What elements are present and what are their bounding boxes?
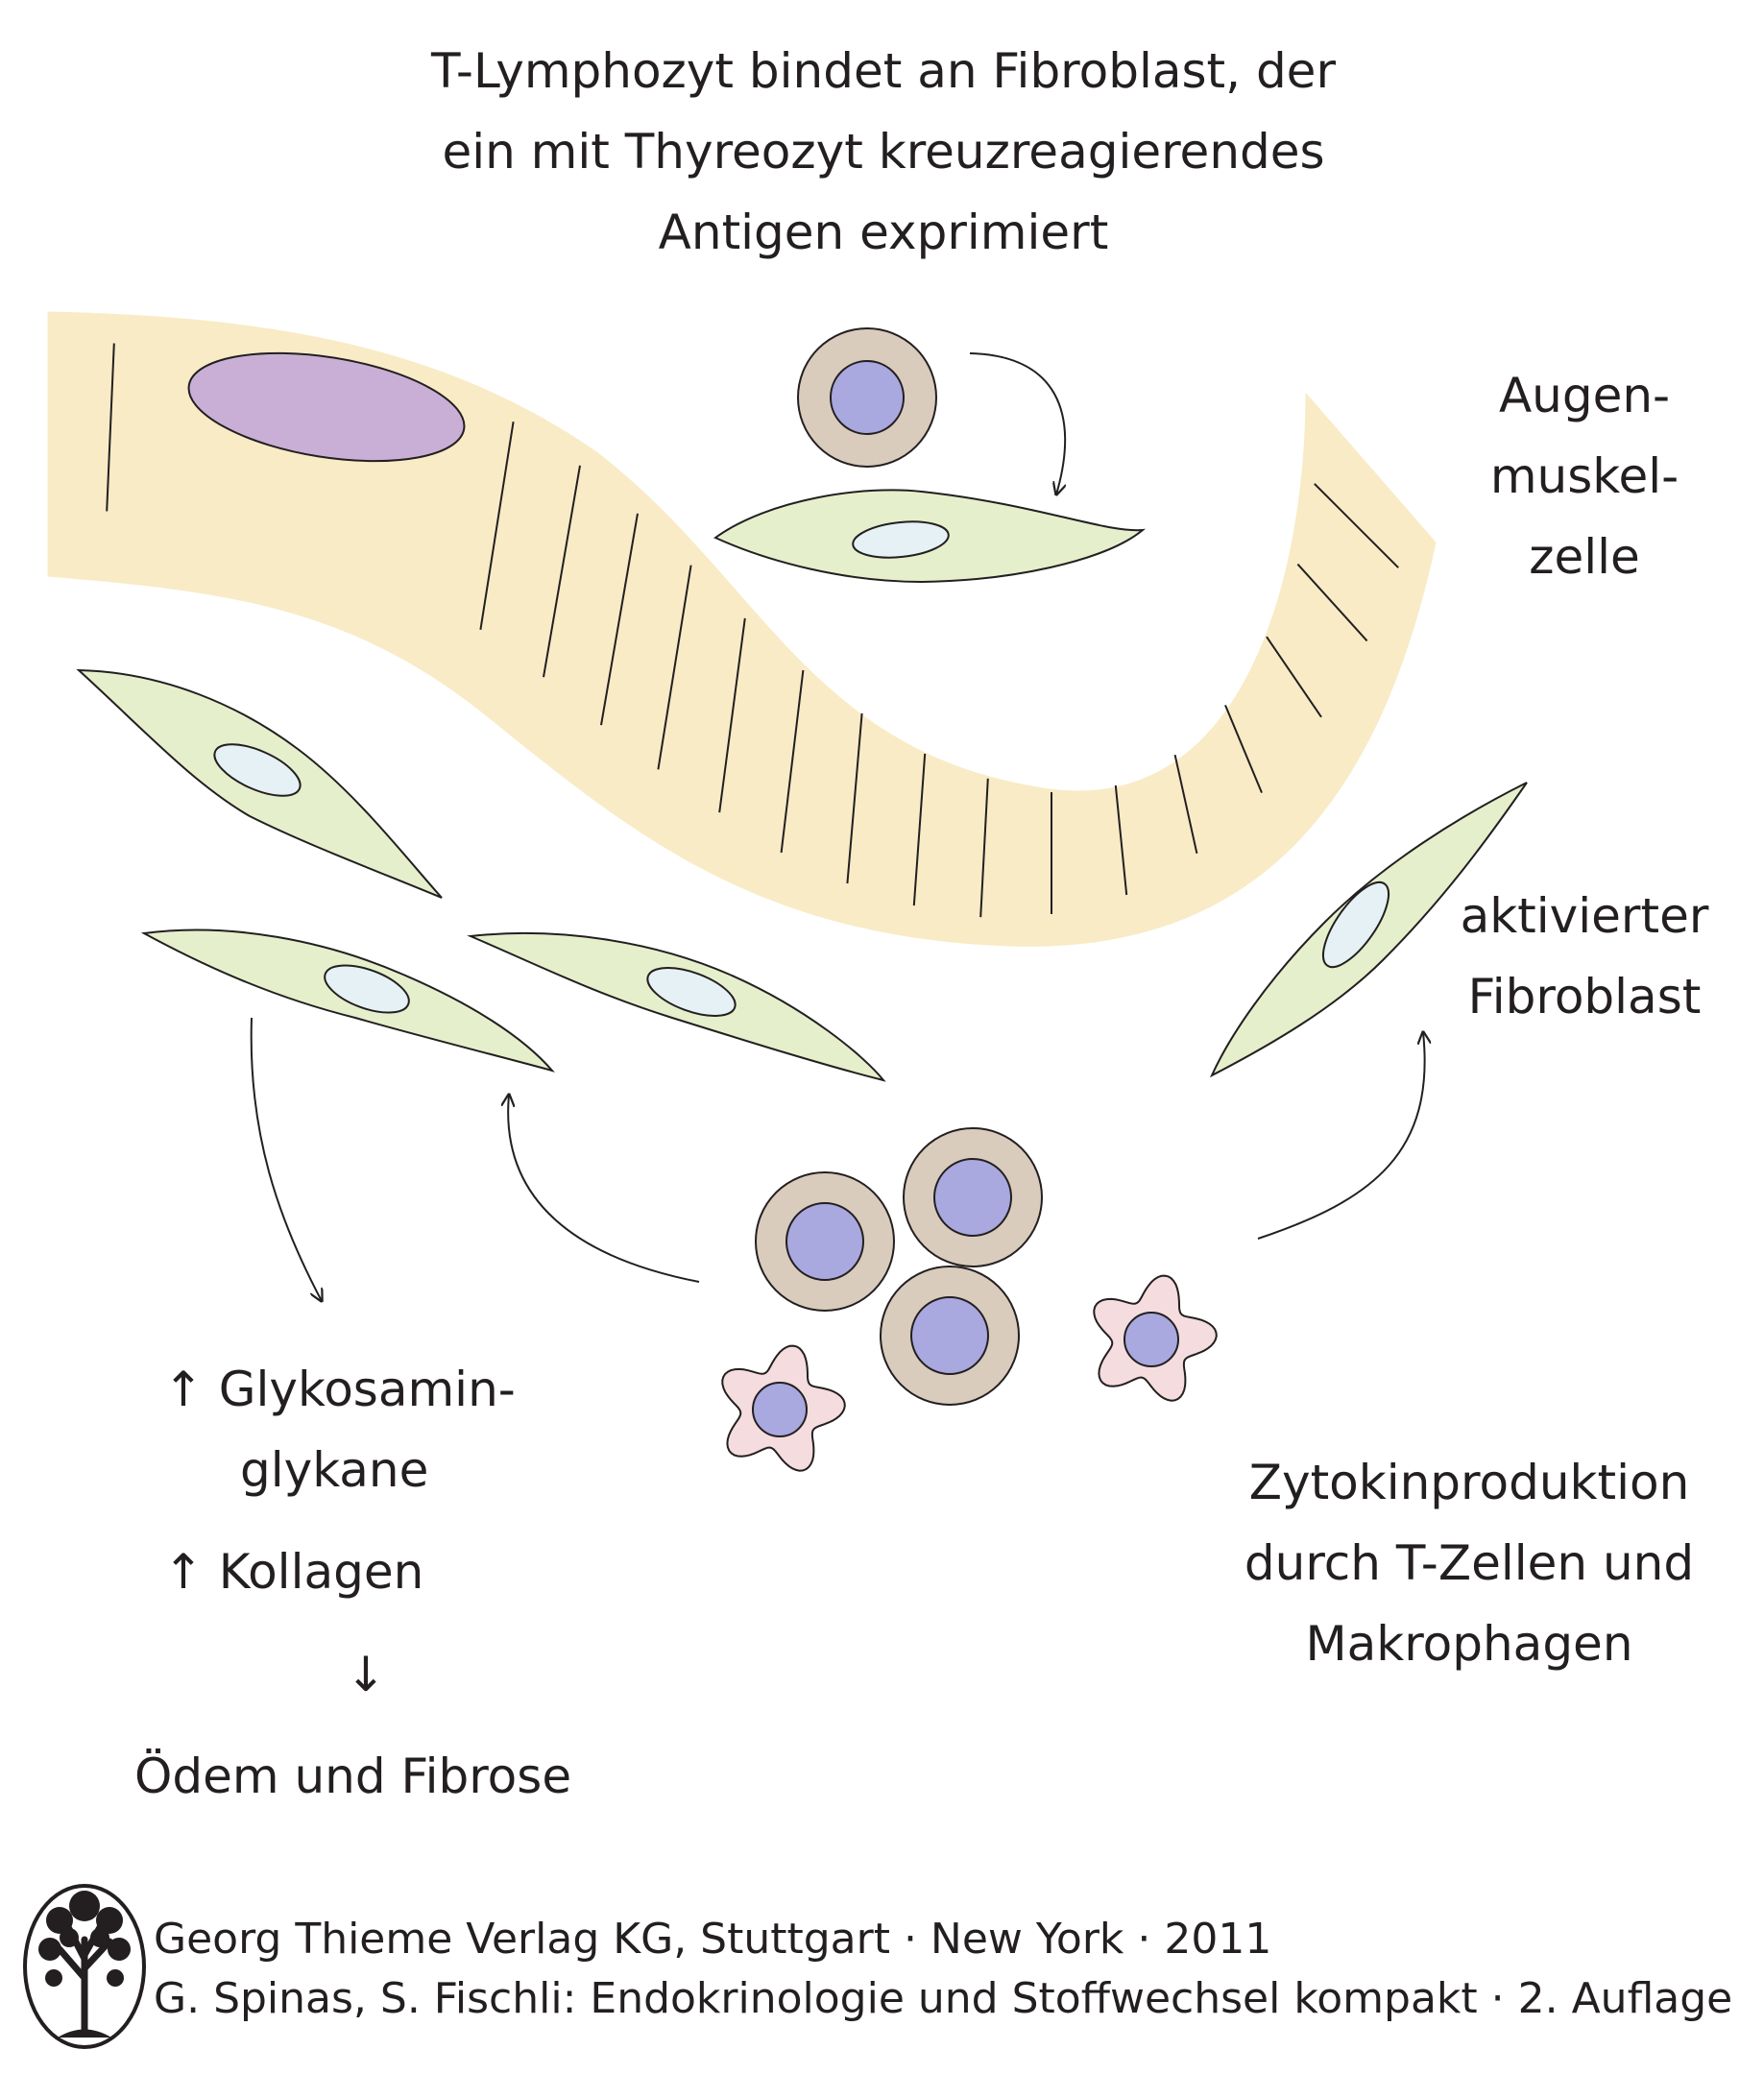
muscle-striation [780, 669, 805, 854]
label-muscle-line-1: Augen- [1498, 368, 1671, 423]
arrow-cytokines-to-activated-fibroblast [1257, 1032, 1425, 1240]
t-lymphocyte [880, 1266, 1020, 1406]
muscle-striation [1114, 784, 1128, 896]
lymphocyte-nucleus [830, 360, 905, 435]
fibroblast-nucleus [1321, 880, 1390, 969]
lymphocyte-nucleus [910, 1296, 989, 1375]
fibroblast-antigen-presenting [713, 489, 1147, 584]
muscle-striation [600, 513, 639, 726]
label-cytokine-line-1: Zytokinproduktion [1248, 1455, 1690, 1510]
muscle-striation [1314, 483, 1399, 568]
label-gag-line-2: glykane [240, 1442, 429, 1498]
fibroblast [140, 928, 555, 1073]
muscle-striation [846, 712, 863, 884]
arrow-fibroblast-to-matrix [250, 1017, 322, 1301]
fibroblast-nucleus [646, 967, 737, 1017]
arrow-lymphocyte-to-fibroblast [969, 352, 1065, 494]
muscle-striations [106, 343, 1399, 918]
t-lymphocyte [755, 1171, 895, 1312]
muscle-striation [1224, 705, 1263, 793]
muscle-striation [979, 778, 989, 918]
muscle-striation [657, 565, 692, 770]
macrophage-nucleus [752, 1382, 808, 1437]
macrophage [721, 1344, 846, 1472]
macrophage [1093, 1274, 1218, 1402]
muscle-striation [1173, 754, 1198, 855]
muscle-striation [1266, 636, 1322, 718]
t-lymphocyte [903, 1127, 1043, 1267]
fibroblast-activated [1209, 782, 1528, 1078]
credit-line-1: Georg Thieme Verlag KG, Stuttgart · New … [154, 1915, 1272, 1964]
muscle-nucleus [187, 351, 466, 463]
label-activated-line-2: Fibroblast [1467, 969, 1702, 1025]
muscle-striation [718, 617, 746, 813]
muscle-striation [912, 753, 927, 906]
label-activated-line-1: aktivierter [1460, 888, 1709, 944]
credit-line-2: G. Spinas, S. Fischli: Endokrinologie un… [154, 1974, 1733, 2023]
muscle-striation [106, 343, 115, 512]
lymphocyte-nucleus [933, 1158, 1012, 1237]
fibroblast-nucleus [213, 743, 302, 797]
muscle-striation [479, 422, 515, 630]
fibroblast [467, 932, 886, 1082]
fibroblast-nucleus [852, 520, 950, 559]
t-lymphocyte [797, 327, 937, 468]
arrow-cytokines-to-fibroblast [508, 1095, 700, 1283]
fibroblast-nucleus [324, 964, 410, 1014]
title-line-1: T-Lymphozyt bindet an Fibroblast, der [430, 43, 1337, 99]
label-result-arrow: ↓ [346, 1647, 386, 1702]
label-gag-line-1: ↑ Glykosamin- [163, 1362, 516, 1417]
title-line-2: ein mit Thyreozyt kreuzreagierendes [442, 124, 1325, 180]
label-cytokine-line-2: durch T-Zellen und [1244, 1535, 1695, 1591]
publisher-logo [23, 1884, 146, 2049]
title-line-3: Antigen exprimiert [658, 205, 1109, 260]
eye-muscle-cell [47, 311, 1437, 947]
fibroblast [76, 668, 443, 899]
muscle-striation [543, 465, 581, 678]
muscle-striation [1296, 563, 1368, 642]
label-muscle-line-2: muskel- [1489, 448, 1679, 504]
label-result: Ödem und Fibrose [134, 1748, 572, 1804]
label-cytokine-line-3: Makrophagen [1305, 1616, 1633, 1672]
label-collagen: ↑ Kollagen [163, 1544, 424, 1600]
macrophage-nucleus [1124, 1312, 1179, 1367]
label-muscle-line-3: zelle [1529, 529, 1640, 585]
lymphocyte-nucleus [785, 1202, 864, 1281]
